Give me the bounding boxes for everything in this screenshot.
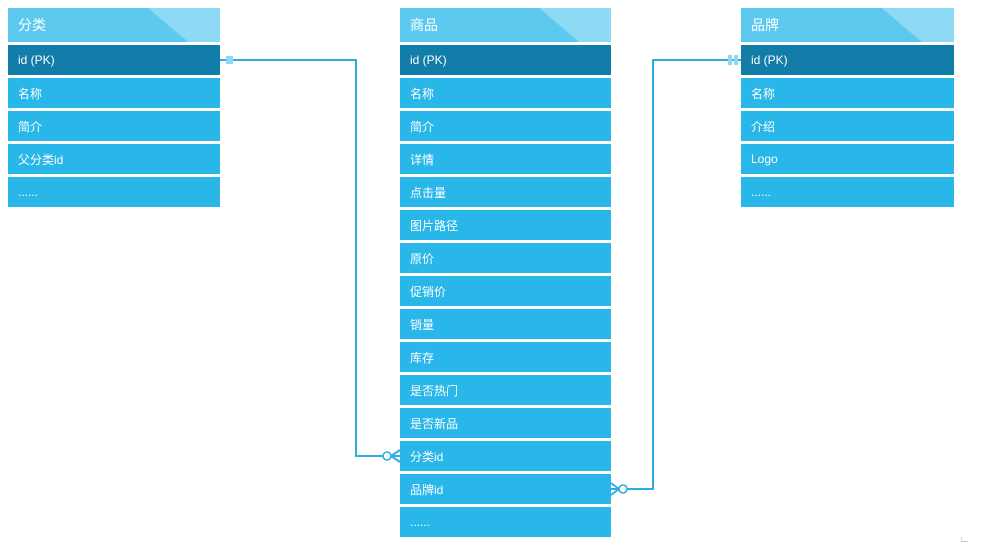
connector-product-brand: [627, 59, 741, 490]
field-label: id (PK): [410, 53, 447, 67]
field-label: ......: [410, 515, 431, 529]
field-label: 是否热门: [410, 383, 459, 398]
field-label: id (PK): [18, 53, 55, 67]
field-row: 名称: [400, 78, 611, 108]
field-row: 是否新品: [400, 408, 611, 438]
field-label: 简介: [18, 119, 43, 134]
field-label: 销量: [410, 317, 435, 332]
field-row-pk: id (PK): [8, 45, 220, 75]
table-header: 品牌: [741, 8, 954, 42]
field-row: 点击量: [400, 177, 611, 207]
zero-circle-marker: [382, 451, 392, 461]
field-row: 促销价: [400, 276, 611, 306]
field-row: 图片路径: [400, 210, 611, 240]
entity-table-brand[interactable]: 品牌 id (PK) 名称 介绍 Logo ......: [741, 8, 954, 207]
field-label: 点击量: [410, 185, 447, 200]
entity-table-product[interactable]: 商品 id (PK) 名称 简介 详情 点击量 图片路径 原价 促销价 销量 库…: [400, 8, 611, 537]
screenshot-artifact: [961, 537, 968, 542]
field-label: id (PK): [751, 53, 788, 67]
field-label: 名称: [751, 86, 776, 101]
field-row-pk: id (PK): [400, 45, 611, 75]
table-title: 分类: [18, 17, 46, 33]
field-label: 介绍: [751, 119, 776, 134]
field-label: 详情: [410, 152, 435, 167]
one-tick-marker: [734, 55, 738, 65]
one-tick-marker: [226, 56, 233, 64]
field-row: ......: [741, 177, 954, 207]
field-label: ......: [18, 185, 39, 199]
field-label: 名称: [410, 86, 435, 101]
field-label: ......: [751, 185, 772, 199]
crows-foot-marker: [610, 482, 620, 496]
field-row: ......: [8, 177, 220, 207]
zero-circle-marker: [618, 484, 628, 494]
field-row: 名称: [8, 78, 220, 108]
field-row: 销量: [400, 309, 611, 339]
field-label: 简介: [410, 119, 435, 134]
field-label: 分类id: [410, 449, 444, 464]
field-row: 名称: [741, 78, 954, 108]
field-row: 介绍: [741, 111, 954, 141]
table-header: 商品: [400, 8, 611, 42]
field-row: 简介: [400, 111, 611, 141]
field-label: Logo: [751, 152, 778, 166]
field-row-fk-category: 分类id: [400, 441, 611, 471]
field-label: 促销价: [410, 284, 447, 299]
field-row: Logo: [741, 144, 954, 174]
field-row-fk-brand: 品牌id: [400, 474, 611, 504]
field-label: 图片路径: [410, 218, 459, 233]
field-label: 是否新品: [410, 416, 459, 431]
field-row: 是否热门: [400, 375, 611, 405]
field-label: 父分类id: [18, 152, 64, 167]
field-label: 原价: [410, 251, 435, 266]
field-row: ......: [400, 507, 611, 537]
table-header: 分类: [8, 8, 220, 42]
field-row: 简介: [8, 111, 220, 141]
field-row: 原价: [400, 243, 611, 273]
entity-table-category[interactable]: 分类 id (PK) 名称 简介 父分类id ......: [8, 8, 220, 207]
field-row: 父分类id: [8, 144, 220, 174]
field-label: 名称: [18, 86, 43, 101]
field-row: 库存: [400, 342, 611, 372]
field-label: 品牌id: [410, 482, 444, 497]
connector-category-product: [220, 59, 383, 457]
field-label: 库存: [410, 350, 435, 365]
table-title: 商品: [410, 17, 438, 33]
crows-foot-marker: [390, 449, 401, 463]
field-row-pk: id (PK): [741, 45, 954, 75]
field-row: 详情: [400, 144, 611, 174]
table-title: 品牌: [751, 17, 779, 33]
one-tick-marker: [728, 55, 732, 65]
